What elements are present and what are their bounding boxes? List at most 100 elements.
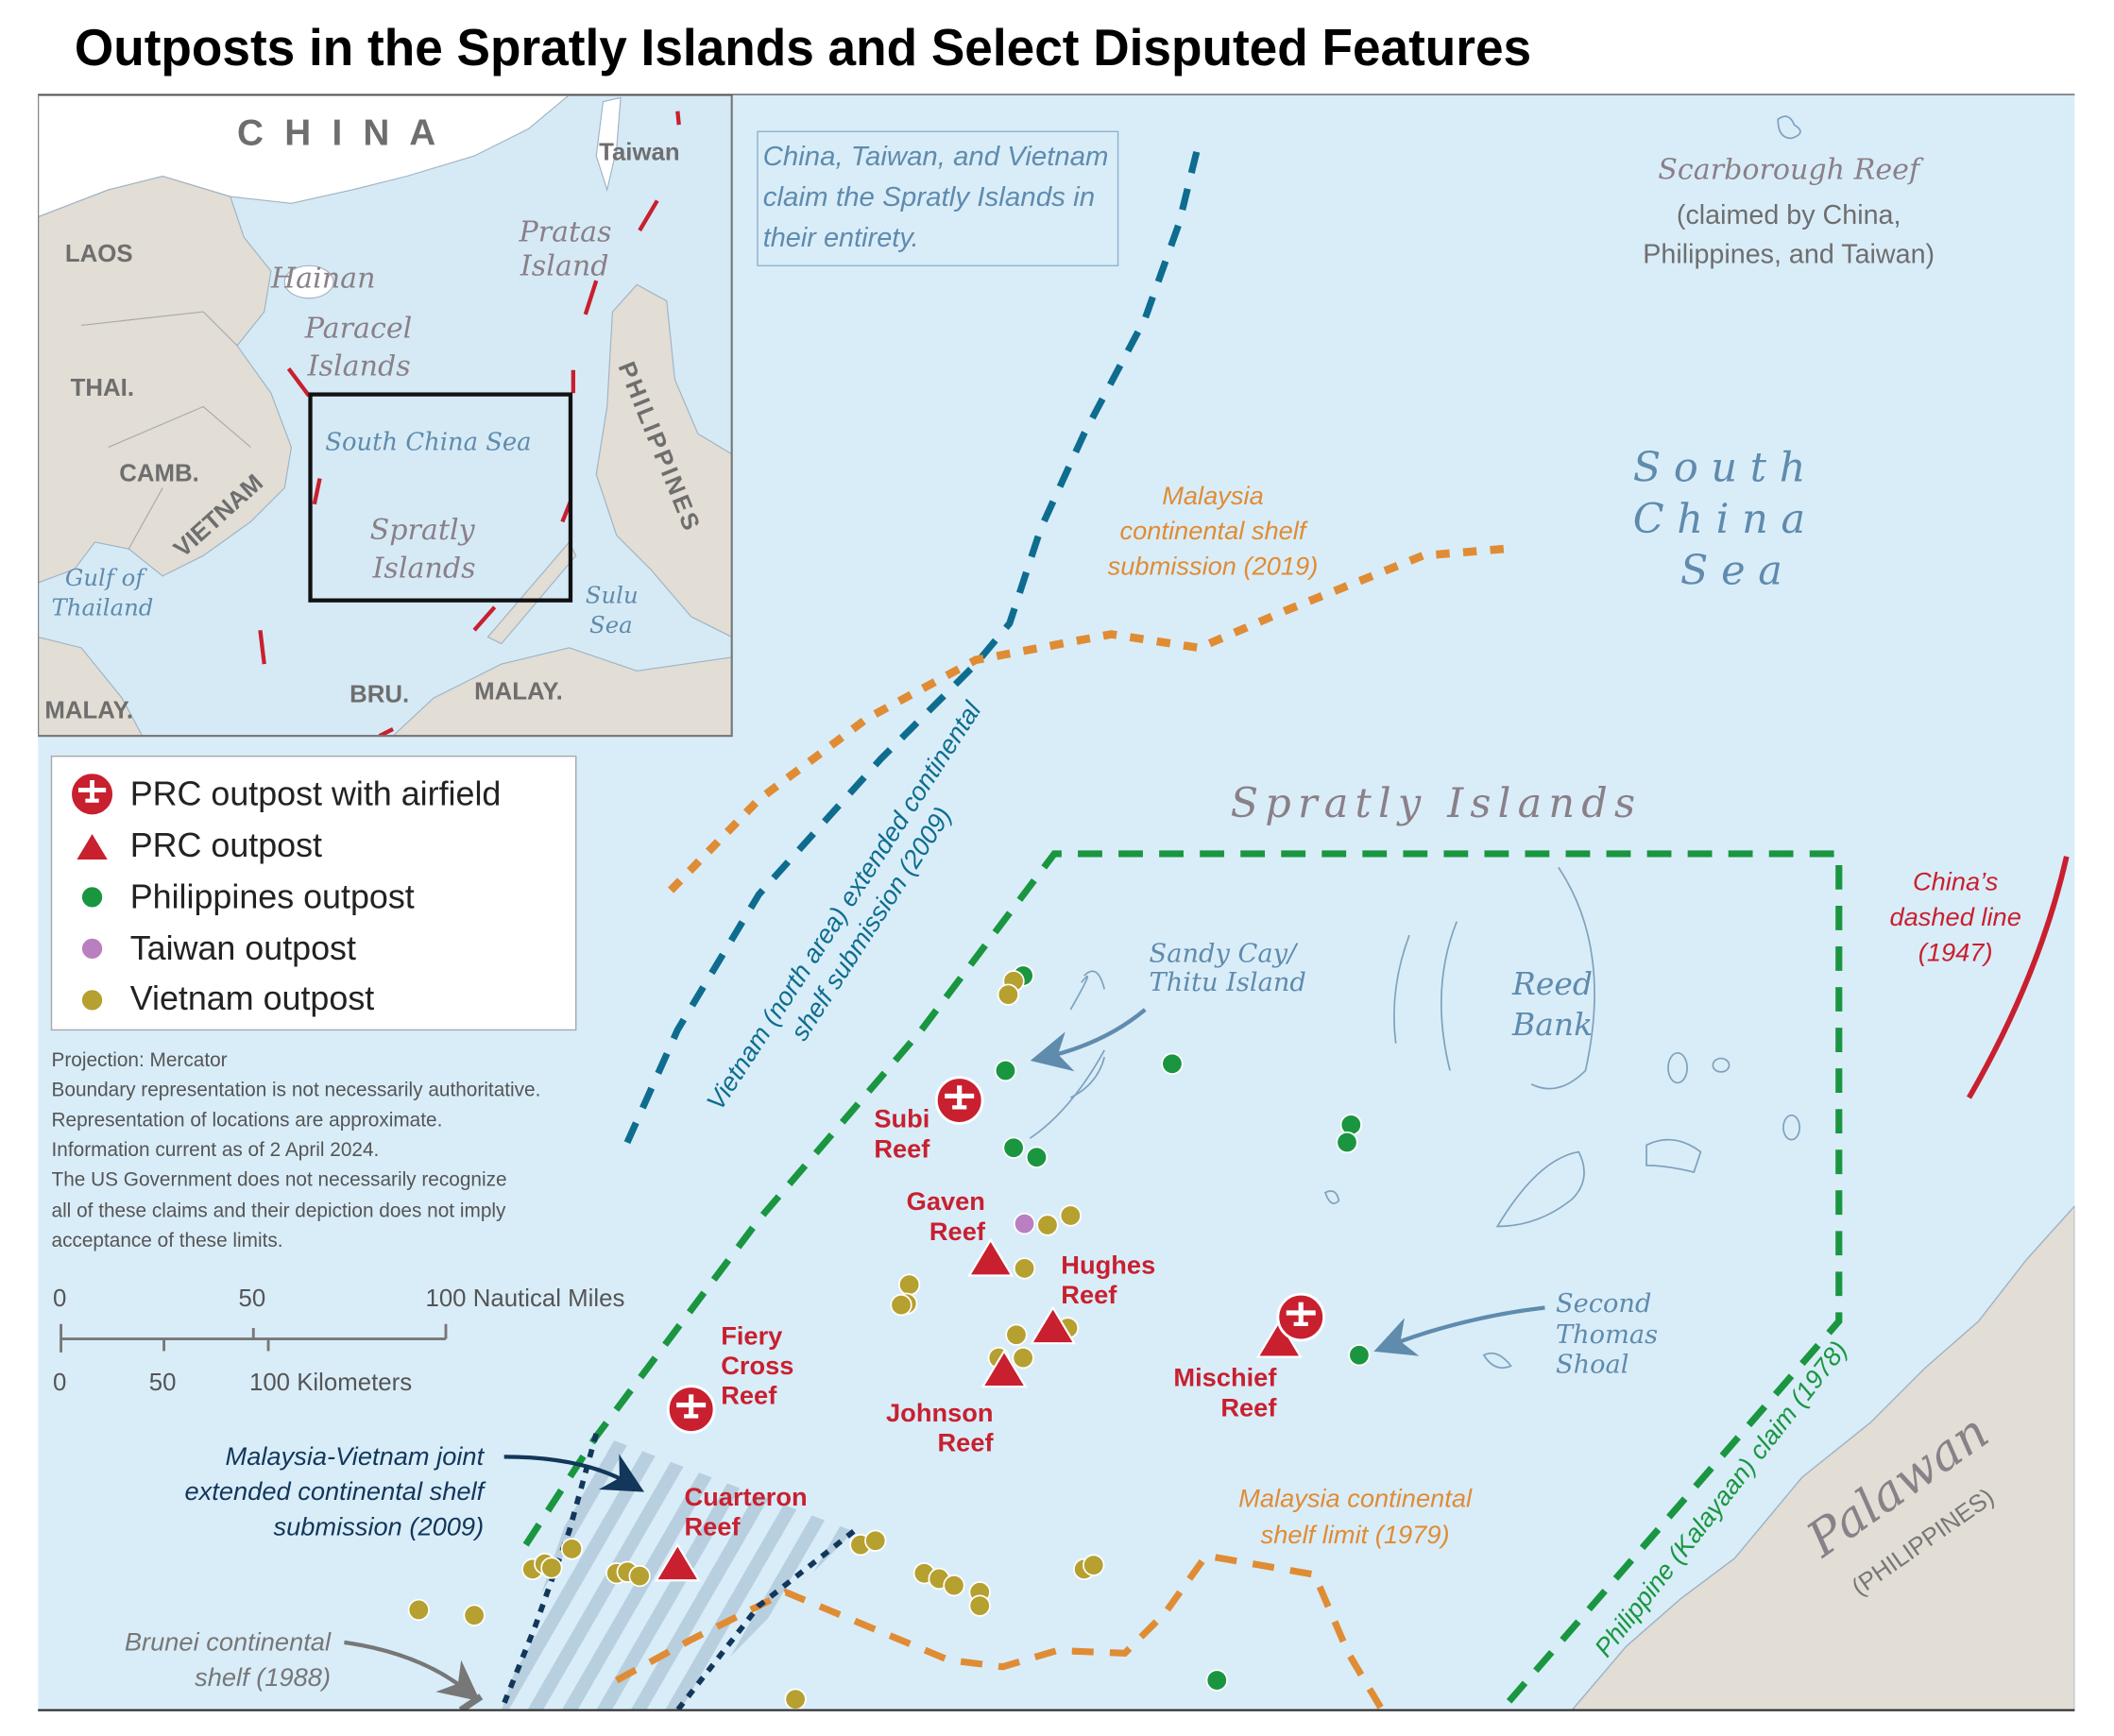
philippines-outpost <box>1161 1052 1184 1075</box>
philippines-land <box>595 283 732 638</box>
malaysia-2019-line-2: continental shelf <box>1120 516 1308 545</box>
legend-green-dot-icon <box>80 885 104 910</box>
legend-olive-dot-icon <box>80 988 104 1013</box>
plane-glyph <box>77 779 107 803</box>
hughes-reef-label-2: Reef <box>1061 1280 1117 1309</box>
prc-airfield-outpost <box>666 1385 716 1434</box>
inset-hainan-label: Hainan <box>270 262 376 295</box>
vietnam-outpost <box>407 1598 430 1622</box>
vietnam-outpost <box>890 1294 912 1317</box>
legend-airfield-icon <box>69 771 115 818</box>
brunei-shelf-line <box>458 1693 484 1710</box>
inset-thai-label: THAI. <box>71 375 134 401</box>
inset-paracel-2: Islands <box>307 350 411 383</box>
scale-nm-100: 100 Nautical Miles <box>425 1285 624 1312</box>
cuarteron-reef-label-1: Cuarteron <box>684 1482 807 1511</box>
note-line: Representation of locations are approxim… <box>52 1109 443 1131</box>
vietnam-outpost <box>968 1594 991 1617</box>
scale-km-0: 0 <box>53 1370 66 1396</box>
claim-note-line-3: their entirety. <box>763 223 919 253</box>
subi-reef-label-1: Subi <box>874 1104 929 1133</box>
second-thomas-line-2: Thomas <box>1556 1320 1658 1350</box>
fiery-cross-label-2: Cross <box>721 1351 793 1380</box>
vietnam-outpost <box>1083 1554 1105 1576</box>
joint-submission-label: Malaysia-Vietnam joint extended continen… <box>185 1441 486 1541</box>
sandy-cay-line-1: Sandy Cay/ <box>1150 940 1299 969</box>
malaysia-1979-label: Malaysia continental shelf limit (1979) <box>1238 1483 1473 1549</box>
second-thomas-line-3: Shoal <box>1556 1350 1629 1379</box>
legend-label-airfield: PRC outpost with airfield <box>130 774 502 812</box>
legend-label-prc-outpost: PRC outpost <box>130 826 322 864</box>
cuarteron-reef-label-2: Reef <box>684 1512 741 1541</box>
indochina-land <box>38 176 293 584</box>
scarborough-label: Scarborough Reef (claimed by China, Phil… <box>1643 153 1935 269</box>
south-china-sea-label: S o u t h C h i n a S e a <box>1633 444 1806 594</box>
vietnam-outpost <box>1005 1323 1028 1346</box>
mischief-reef-label-2: Reef <box>1220 1392 1277 1421</box>
spratly-islands-label: Spratly Islands <box>1231 780 1643 827</box>
kalayaan-claim-line <box>522 850 1843 1710</box>
inset-frame <box>38 94 733 738</box>
fiery-cross-label-3: Reef <box>721 1380 777 1409</box>
inset-malay-borneo-label: MALAY. <box>474 678 563 705</box>
inset-sulu-1: Sulu <box>586 582 639 609</box>
philippines-outpost <box>1205 1669 1228 1692</box>
vietnam-outpost <box>1036 1214 1059 1236</box>
scale-nm-50: 50 <box>238 1285 265 1312</box>
sandy-cay-label: Sandy Cay/ Thitu Island <box>1150 940 1306 997</box>
philippines-outpost <box>1348 1344 1371 1367</box>
vietnam-outpost <box>540 1557 563 1579</box>
map-notes: Projection: Mercator Boundary representa… <box>52 1049 541 1251</box>
vietnam-outpost <box>943 1574 965 1597</box>
claim-note-box: China, Taiwan, and Vietnam claim the Spr… <box>757 130 1119 267</box>
scarborough-name: Scarborough Reef <box>1658 153 1924 186</box>
scale-nm-0: 0 <box>53 1285 66 1312</box>
outpost-markers <box>407 964 1371 1710</box>
mischief-reef-label-1: Mischief <box>1173 1363 1277 1392</box>
philippines-outpost <box>1002 1136 1025 1159</box>
johnson-reef-label-1: Johnson <box>886 1398 994 1427</box>
vietnam-outpost <box>898 1273 921 1296</box>
malaysia-1979-line-2: shelf limit (1979) <box>1261 1520 1450 1549</box>
johnson-reef-label-2: Reef <box>937 1428 994 1457</box>
chinas-dashed-line-2: dashed line <box>1889 902 2020 931</box>
vietnam-outpost <box>560 1538 584 1560</box>
philippines-outpost <box>994 1059 1017 1082</box>
chinas-dashed-line-label: China’s dashed line (1947) <box>1889 867 2020 967</box>
malaysia-1979-line-1: Malaysia continental <box>1238 1483 1473 1512</box>
inset-camb-label: CAMB. <box>119 460 199 486</box>
south-china-sea-line-3: S e a <box>1680 547 1782 594</box>
malaysia-2019-line <box>668 544 1505 894</box>
second-thomas-arrow <box>1373 1305 1545 1356</box>
note-line: The US Government does not necessarily r… <box>52 1168 507 1190</box>
joint-submission-line-east <box>675 1528 856 1710</box>
vietnam-outpost <box>463 1604 486 1626</box>
inset-dashed-line <box>258 111 681 737</box>
inset-taiwan-label: Taiwan <box>599 139 680 165</box>
plane-glyph <box>945 1085 975 1110</box>
prc-airfield-outpost <box>1276 1292 1326 1342</box>
reed-bank-line-1: Reed <box>1511 965 1593 1002</box>
borneo-land <box>392 647 732 737</box>
prc-outpost-triangle <box>1030 1305 1077 1345</box>
note-line: Boundary representation is not necessari… <box>52 1080 541 1101</box>
second-thomas-label: Second Thomas Shoal <box>1556 1289 1658 1380</box>
legend-label-taiwan: Taiwan outpost <box>130 929 356 967</box>
brunei-shelf-label: Brunei continental shelf (1988) <box>125 1626 332 1691</box>
inset-laos-label: LAOS <box>65 241 133 267</box>
second-thomas-line-1: Second <box>1556 1289 1651 1319</box>
inset-pratas-2: Island <box>520 249 609 282</box>
note-line: Information current as of 2 April 2024. <box>52 1139 380 1161</box>
sandy-cay-arrow <box>1030 1008 1147 1072</box>
scarborough-claim-line-2: Philippines, and Taiwan) <box>1643 239 1935 269</box>
south-china-sea-line-2: C h i n a <box>1633 496 1805 543</box>
scale-km-100: 100 Kilometers <box>249 1370 412 1396</box>
reed-bank-label: Reed Bank <box>1511 965 1593 1043</box>
prc-outpost-triangle <box>980 1349 1028 1388</box>
vietnam-outpost <box>1013 1257 1036 1280</box>
inset-spratly-2: Islands <box>372 552 476 585</box>
plane-glyph <box>676 1394 707 1419</box>
malaysia-2019-line-3: submission (2019) <box>1108 551 1319 580</box>
legend-triangle-icon <box>73 829 111 862</box>
